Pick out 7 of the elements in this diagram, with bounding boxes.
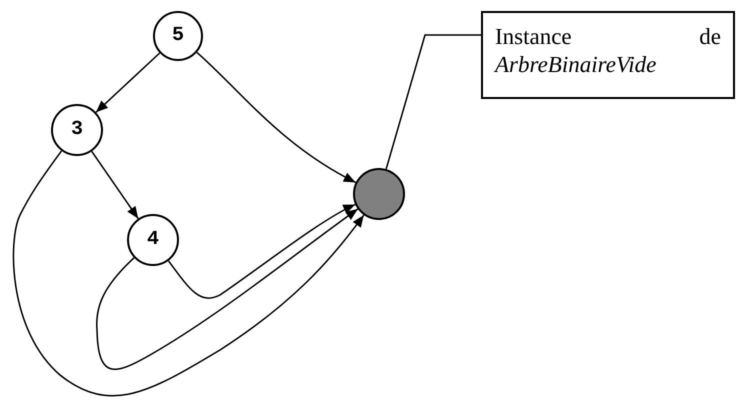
note-box: Instance de ArbreBinaireVide bbox=[481, 11, 735, 99]
leader-line bbox=[385, 34, 481, 170]
arrow bbox=[91, 150, 139, 220]
arrow bbox=[12, 150, 364, 396]
arrow bbox=[95, 52, 160, 113]
arrow bbox=[96, 208, 358, 370]
arrow bbox=[196, 52, 356, 184]
